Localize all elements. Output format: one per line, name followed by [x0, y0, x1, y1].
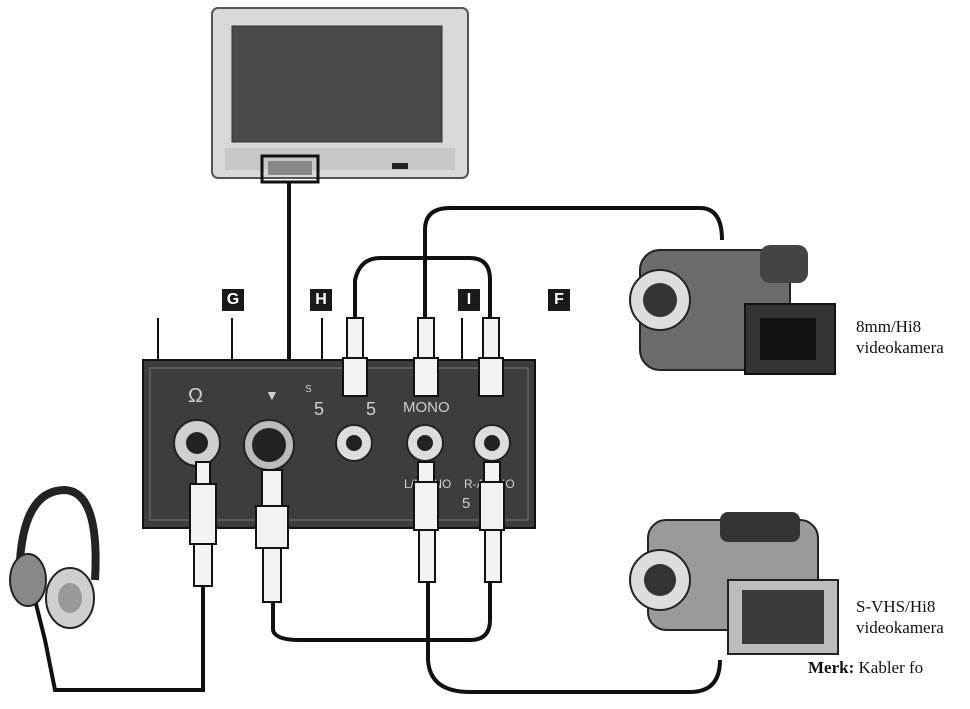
headphone-symbol: Ω: [188, 385, 203, 407]
label-h: H: [310, 289, 332, 311]
note-bold: Merk:: [808, 658, 855, 677]
mono-label: MONO: [403, 399, 450, 416]
jacks: [173, 419, 511, 471]
s-mark: S: [305, 384, 312, 395]
note: Merk: Kabler fo: [808, 658, 923, 678]
headphones: [9, 485, 100, 629]
label-i: I: [458, 289, 480, 311]
input-5-label-left: 5: [314, 399, 324, 419]
svideo-symbol: ▼: [265, 387, 279, 403]
camera-svhs-label-line2: videokamera: [856, 618, 944, 637]
note-text: Kabler fo: [858, 658, 924, 677]
plugs-bottom: [189, 461, 505, 603]
input-5-label-right: 5: [366, 399, 376, 419]
camera-8mm: [629, 245, 836, 375]
label-f: F: [548, 289, 570, 311]
camera-8mm-label-line1: 8mm/Hi8: [856, 317, 922, 336]
camera-svhs-label: S-VHS/Hi8 videokamera: [856, 596, 944, 638]
label-g: G: [222, 289, 244, 311]
cables: [33, 182, 724, 694]
camera-8mm-label: 8mm/Hi8 videokamera: [856, 316, 944, 358]
tv-set: [211, 7, 469, 184]
camera-svhs-label-line1: S-VHS/Hi8: [856, 597, 936, 616]
camera-8mm-label-line2: videokamera: [856, 338, 944, 357]
camera-svhs: [629, 512, 839, 655]
plugs-top: [342, 317, 504, 397]
input-5-label-bottom: 5: [462, 495, 470, 512]
